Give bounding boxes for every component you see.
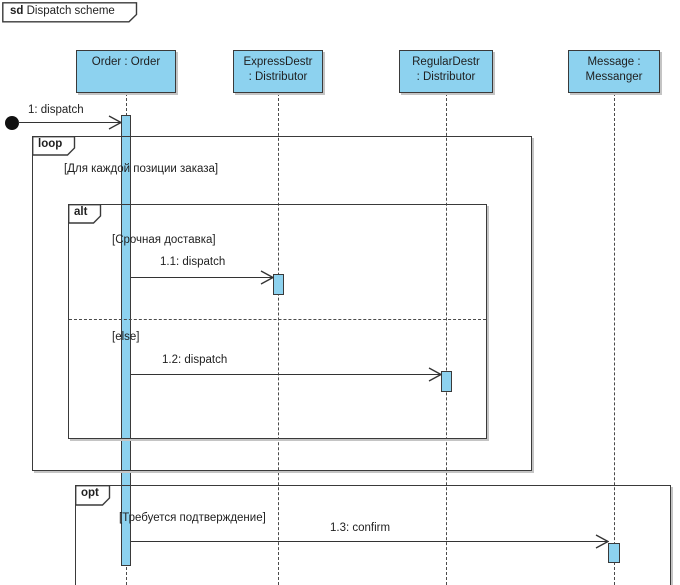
message-1-line[interactable]	[18, 122, 121, 123]
lifeline-head-regulardestr[interactable]: RegularDestr : Distributor	[399, 50, 493, 93]
alt-else-guard: [else]	[112, 331, 140, 343]
lifeline-head-messanger-line2: Messanger	[585, 71, 643, 83]
loop-operator-text: loop	[38, 138, 63, 150]
arrowhead-icon	[108, 115, 122, 130]
lifeline-messanger[interactable]	[614, 93, 615, 585]
message-1-2-label: 1.2: dispatch	[162, 354, 228, 366]
alt-operator-text: alt	[74, 206, 88, 218]
lifeline-head-regulardestr-line2: : Distributor	[416, 71, 476, 83]
lifeline-regulardestr[interactable]	[446, 93, 447, 585]
diagram-title-text: sd Dispatch scheme	[10, 5, 115, 17]
loop-fragment-frame[interactable]	[32, 136, 532, 471]
diagram-type-keyword: sd	[10, 5, 24, 17]
found-message-start-icon	[5, 116, 19, 130]
diagram-title-tab: sd Dispatch scheme	[2, 2, 138, 23]
message-1-label: 1: dispatch	[28, 104, 84, 116]
opt-fragment-frame[interactable]	[75, 485, 671, 585]
arrowhead-icon	[260, 270, 274, 285]
activation-order[interactable]	[121, 115, 131, 566]
lifeline-head-messanger[interactable]: Message : Messanger	[568, 50, 660, 93]
title-tab-pentagon-icon	[2, 2, 138, 23]
lifeline-head-expressdestr[interactable]: ExpressDestr : Distributor	[233, 50, 323, 93]
message-1-3-line[interactable]	[131, 541, 608, 542]
lifeline-head-regulardestr-line1: RegularDestr	[412, 56, 480, 68]
activation-regulardestr[interactable]	[441, 371, 452, 392]
loop-operator-label: loop	[32, 136, 76, 156]
diagram-title: Dispatch scheme	[26, 5, 115, 17]
activation-expressdestr[interactable]	[273, 274, 284, 295]
message-1-1-line[interactable]	[131, 277, 273, 278]
message-1-2-line[interactable]	[131, 374, 441, 375]
message-1-3-label: 1.3: confirm	[330, 522, 391, 534]
loop-pentagon-icon	[32, 136, 76, 156]
loop-guard: [Для каждой позиции заказа]	[64, 163, 219, 175]
lifeline-head-expressdestr-line2: : Distributor	[248, 71, 308, 83]
arrowhead-icon	[595, 534, 609, 549]
lifeline-expressdestr[interactable]	[278, 93, 279, 585]
opt-operator-label: opt	[75, 485, 111, 506]
lifeline-head-order-line1: Order : Order	[91, 56, 161, 68]
lifeline-head-messanger-line1: Message :	[587, 56, 641, 68]
opt-operator-text: opt	[81, 487, 99, 499]
lifeline-head-order[interactable]: Order : Order	[76, 50, 176, 93]
opt-pentagon-icon	[75, 485, 111, 506]
alt-fragment-frame[interactable]	[68, 204, 487, 439]
activation-messanger[interactable]	[608, 543, 620, 563]
opt-guard: [Требуется подтверждение]	[119, 512, 266, 524]
alt-pentagon-icon	[68, 204, 102, 224]
message-1-1-label: 1.1: dispatch	[160, 256, 226, 268]
alt-else-divider	[69, 319, 486, 320]
lifeline-head-expressdestr-line1: ExpressDestr	[243, 56, 313, 68]
arrowhead-icon	[428, 367, 442, 382]
alt-guard: [Срочная доставка]	[112, 234, 216, 246]
alt-operator-label: alt	[68, 204, 102, 224]
